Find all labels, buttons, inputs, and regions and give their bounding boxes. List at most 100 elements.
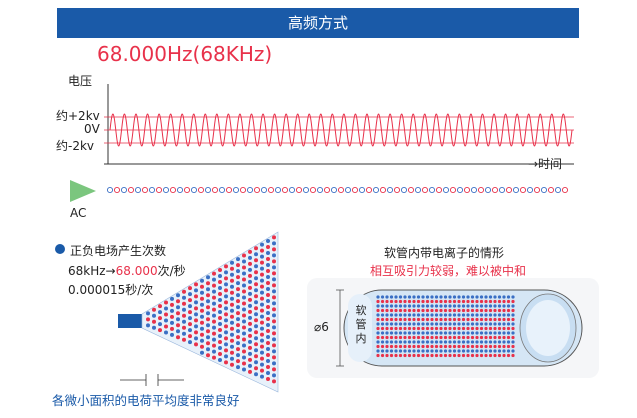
ion-particle — [479, 353, 484, 358]
ion-particle — [218, 292, 222, 296]
ion-particle — [466, 322, 470, 326]
ion-particle — [394, 340, 398, 344]
ion-particle — [260, 362, 264, 367]
ion-particle — [394, 349, 398, 353]
ion-particle — [260, 290, 264, 295]
ion-particle — [479, 344, 484, 349]
ion-particle — [448, 349, 452, 353]
ion-particle — [260, 332, 264, 337]
ion-rate-suffix: 次/秒 — [157, 264, 186, 278]
ion-particle — [502, 335, 506, 340]
ion-particle — [376, 326, 380, 331]
ion-particle — [376, 313, 380, 317]
ion-particle — [385, 326, 389, 331]
positive-level-label: 约+2kv — [56, 109, 100, 123]
ion-particle — [484, 340, 488, 344]
ion-particle — [389, 335, 394, 340]
ion-particle — [484, 304, 488, 308]
ion-particle — [475, 317, 479, 322]
ion-particle — [274, 186, 282, 194]
ion-particle — [506, 340, 511, 344]
ion-particle — [376, 295, 380, 299]
ion-particle — [218, 358, 222, 362]
ion-particle — [403, 308, 407, 313]
ion-particle — [398, 317, 403, 322]
ion-particle — [260, 278, 264, 283]
ion-particle — [407, 331, 412, 335]
ion-particle — [452, 344, 457, 349]
ion-particle — [200, 350, 204, 355]
ion-particle — [212, 355, 216, 360]
ion-particle — [457, 331, 461, 335]
ion-particle — [421, 186, 429, 194]
ion-particle — [452, 335, 457, 340]
ion-particle — [272, 361, 276, 366]
ion-particle — [385, 353, 389, 358]
ion-particle — [385, 349, 389, 353]
ion-particle — [448, 308, 452, 313]
ion-particle — [260, 266, 264, 271]
ion-particle — [266, 359, 270, 363]
ion-particle — [403, 304, 407, 308]
ion-particle — [506, 335, 511, 340]
ion-rate-value: 68.000 — [115, 264, 158, 278]
ion-particle — [206, 335, 210, 340]
ion-particle — [442, 186, 450, 194]
ion-particle — [260, 242, 264, 247]
ion-particle — [266, 263, 270, 267]
ion-particle — [488, 308, 493, 313]
ion-particle — [236, 299, 240, 304]
ion-particle — [430, 326, 434, 331]
ion-particle — [416, 335, 421, 340]
ion-particle — [224, 336, 228, 341]
ion-particle — [505, 186, 513, 194]
ion-particle — [430, 353, 434, 358]
ion-particle — [206, 275, 210, 280]
ion-particle — [212, 319, 216, 324]
ion-particle — [435, 186, 443, 194]
ion-particle — [470, 313, 475, 317]
ion-particle — [224, 324, 228, 329]
ion-particle — [206, 281, 210, 286]
ion-particle — [230, 290, 234, 295]
ion-particle — [533, 186, 541, 194]
ion-particle — [248, 315, 252, 320]
ion-particle — [475, 349, 479, 353]
ion-particle — [439, 299, 443, 304]
ion-particle — [260, 254, 264, 259]
negative-level-label: 约-2kv — [56, 139, 95, 153]
ion-particle — [389, 299, 394, 304]
ion-particle — [164, 312, 168, 317]
ion-particle — [457, 313, 461, 317]
ion-particle — [242, 301, 246, 306]
ion-particle — [188, 340, 192, 345]
ion-particle — [224, 342, 228, 347]
ion-particle — [260, 284, 264, 289]
ion-particle — [479, 331, 484, 335]
ion-particle — [416, 317, 421, 322]
ion-particle — [439, 308, 443, 313]
ion-particle — [488, 304, 493, 308]
ion-particle — [302, 186, 310, 194]
ion-particle — [398, 326, 403, 331]
ion-particle — [272, 355, 276, 360]
ion-particle — [267, 186, 275, 194]
ion-particle — [389, 308, 394, 313]
ion-particle — [248, 321, 252, 326]
ion-particle — [511, 326, 515, 331]
ion-particle — [230, 356, 234, 361]
ion-particle — [452, 349, 457, 353]
ion-particle — [200, 326, 204, 331]
ion-particle — [488, 317, 493, 322]
ion-particle — [266, 281, 270, 285]
ion-particle — [416, 340, 421, 344]
header-bar: 高频方式 — [57, 8, 579, 38]
ion-particle — [200, 320, 204, 325]
ion-particle — [439, 335, 443, 340]
ion-particle — [224, 288, 228, 293]
ion-particle — [519, 186, 527, 194]
ion-particle — [176, 317, 180, 322]
ion-particle — [434, 326, 439, 331]
ion-particle — [218, 328, 222, 332]
ion-particle — [266, 257, 270, 261]
